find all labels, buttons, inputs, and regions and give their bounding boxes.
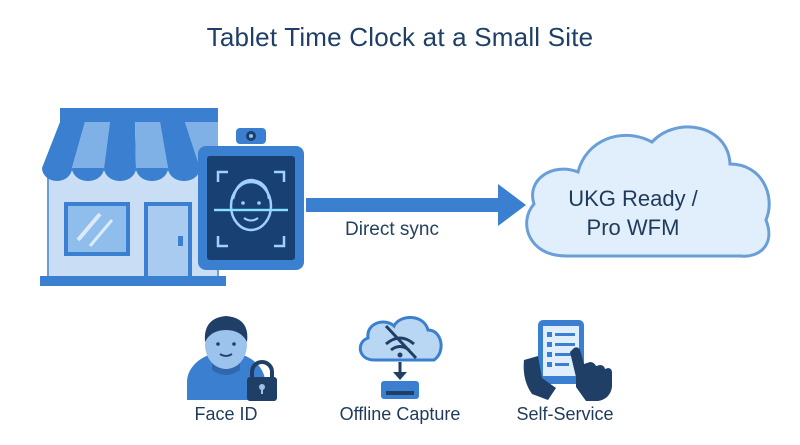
sync-label: Direct sync	[345, 219, 439, 240]
tablet-touch-icon	[523, 320, 612, 401]
sync-arrow	[306, 184, 526, 226]
user-lock-icon	[187, 316, 277, 401]
feature-label-offline-capture: Offline Capture	[339, 404, 461, 424]
feature-label-self-service: Self-Service	[516, 404, 614, 424]
cloud-offline-download-icon	[358, 316, 443, 399]
tablet-clock-icon	[198, 128, 304, 270]
storefront-icon	[40, 108, 226, 286]
cloud-label-line1: UKG Ready /	[568, 186, 698, 211]
cloud-shape	[525, 125, 771, 258]
feature-label-face-id: Face ID	[194, 404, 258, 424]
cloud-label-line2: Pro WFM	[586, 215, 680, 240]
diagram-title: Tablet Time Clock at a Small Site	[206, 22, 594, 52]
cloud-label: UKG Ready / Pro WFM	[548, 184, 718, 242]
